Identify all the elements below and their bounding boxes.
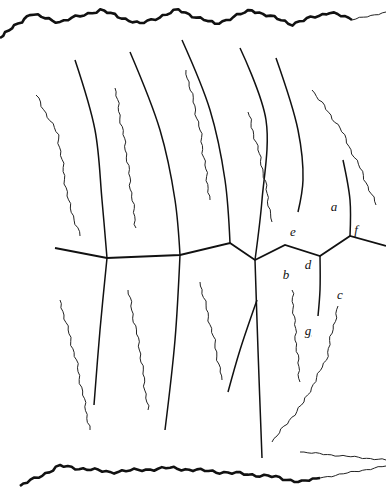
outer-border bbox=[0, 9, 352, 38]
wavy-line bbox=[36, 95, 80, 236]
wavy-line bbox=[200, 282, 222, 380]
vein-line bbox=[240, 48, 267, 260]
label-letter: d bbox=[305, 258, 312, 271]
wavy-line bbox=[312, 90, 376, 205]
thin-border bbox=[320, 466, 386, 478]
label-letter: b bbox=[283, 268, 290, 281]
thin-border bbox=[352, 12, 386, 20]
wavy-line bbox=[60, 300, 90, 430]
vein-line bbox=[318, 256, 320, 316]
label-letter: f bbox=[354, 223, 358, 236]
vein-line bbox=[228, 300, 257, 392]
vein-line bbox=[75, 60, 107, 258]
wavy-line bbox=[292, 290, 300, 382]
label-letter: a bbox=[331, 200, 338, 213]
vein-line bbox=[255, 260, 262, 458]
label-letter: g bbox=[305, 324, 312, 337]
vein-line bbox=[165, 255, 180, 430]
central-chain bbox=[55, 236, 386, 260]
outer-border bbox=[20, 465, 320, 486]
label-letter: c bbox=[337, 288, 343, 301]
vein-line bbox=[130, 52, 180, 255]
label-letter: e bbox=[290, 225, 296, 238]
vein-line bbox=[343, 160, 350, 236]
vein-line bbox=[276, 58, 303, 212]
wavy-line bbox=[248, 112, 272, 222]
wavy-line bbox=[186, 70, 210, 200]
vein-line bbox=[182, 40, 230, 243]
wavy-line bbox=[272, 306, 338, 442]
thin-border bbox=[300, 452, 386, 460]
vein-line bbox=[94, 258, 107, 405]
wavy-line bbox=[115, 88, 136, 228]
wavy-line bbox=[128, 290, 149, 410]
